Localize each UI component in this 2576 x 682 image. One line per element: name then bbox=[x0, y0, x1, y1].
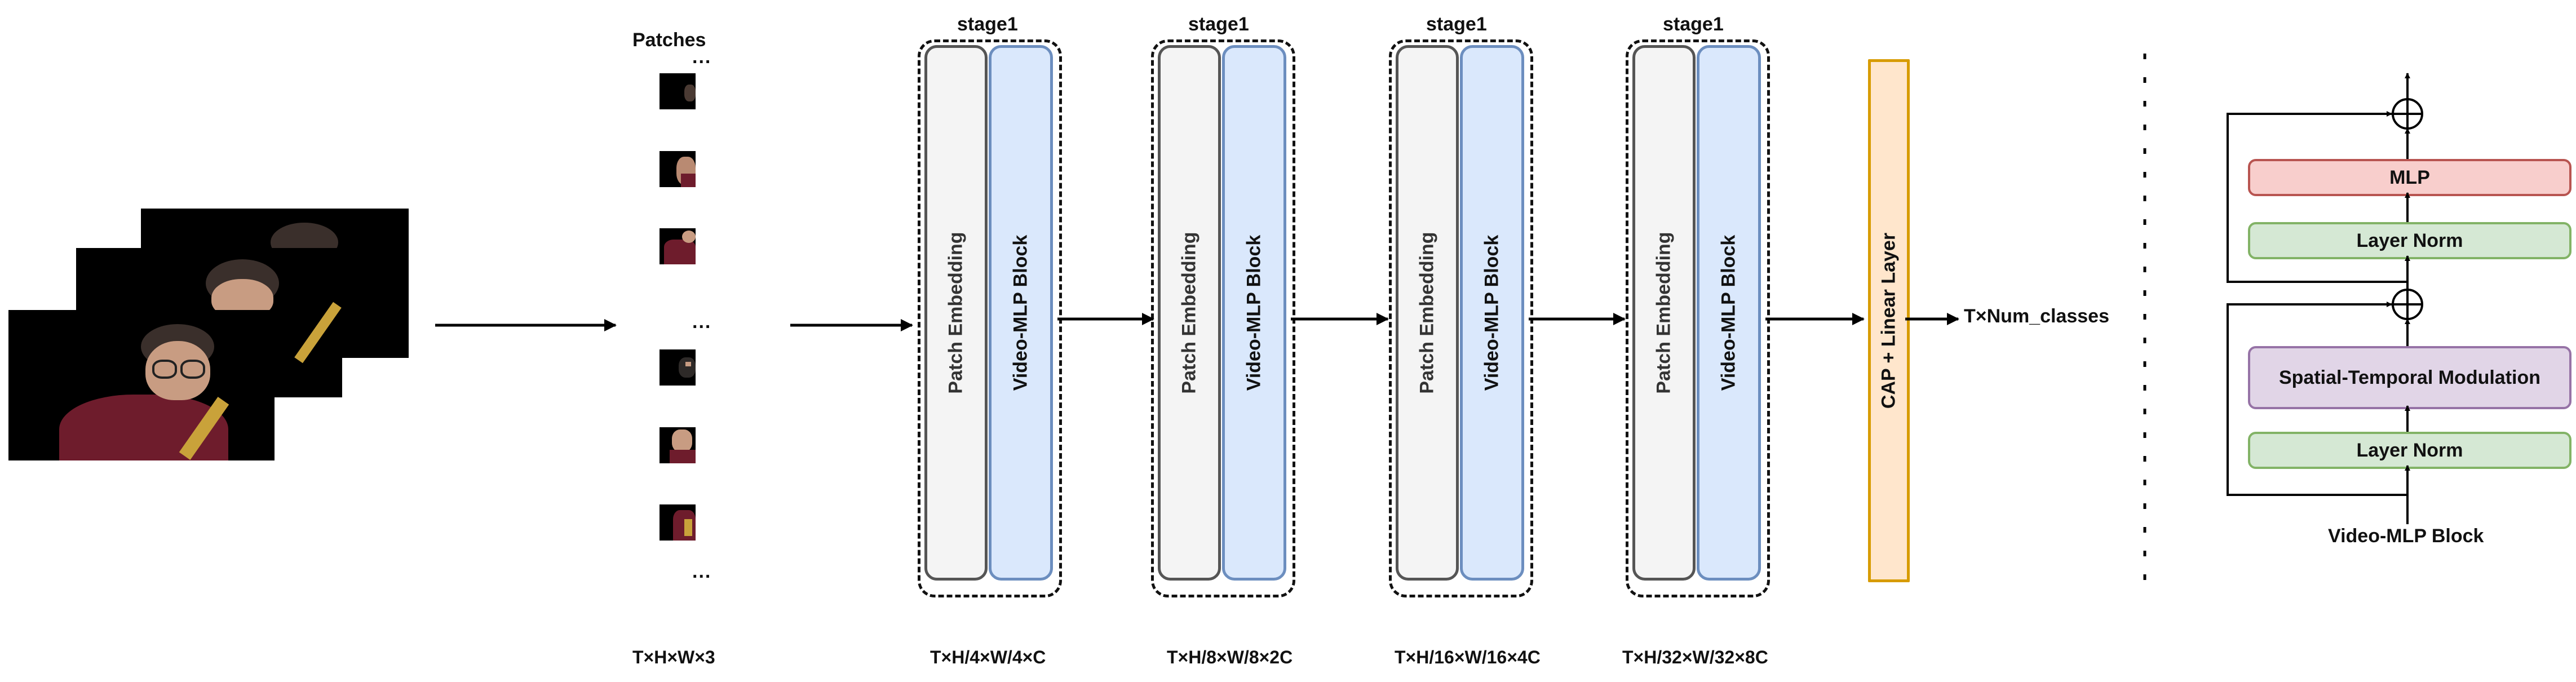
stage-2-video-mlp-block: Video-MLP Block bbox=[1222, 45, 1286, 581]
stage-4-dims-label: T×H/32×W/32×8C bbox=[1622, 647, 1768, 667]
patches-ellipsis-bottom: ... bbox=[692, 561, 712, 582]
stage-4-video-mlp-block: Video-MLP Block bbox=[1697, 45, 1761, 581]
patch-1 bbox=[660, 73, 696, 109]
glasses-right bbox=[180, 360, 205, 379]
patches-ellipsis-top: ... bbox=[692, 46, 712, 68]
stage-4-title: stage1 bbox=[1663, 14, 1724, 35]
mlp-box: MLP bbox=[2248, 159, 2571, 196]
patches-ellipsis-middle: ... bbox=[692, 311, 712, 333]
stage-4-patch-embedding: Patch Embedding bbox=[1632, 45, 1696, 581]
skip-connection-top bbox=[2227, 111, 2407, 283]
input-dims-label: T×H×W×3 bbox=[632, 647, 715, 667]
stage-1-dims-label: T×H/4×W/4×C bbox=[930, 647, 1046, 667]
stage-2-dims-label: T×H/8×W/8×2C bbox=[1167, 647, 1293, 667]
stage-2-title: stage1 bbox=[1188, 14, 1249, 35]
patch-5 bbox=[660, 427, 696, 463]
stage-3-dims-label: T×H/16×W/16×4C bbox=[1395, 647, 1541, 667]
video-frame-front bbox=[8, 310, 275, 460]
stage-2-patch-embedding: Patch Embedding bbox=[1158, 45, 1221, 581]
cap-linear-layer: CAP + Linear Layer bbox=[1868, 59, 1910, 582]
mlp-label: MLP bbox=[2389, 166, 2430, 188]
skip-connection-bottom bbox=[2227, 302, 2407, 496]
stage-1-video-mlp-block: Video-MLP Block bbox=[989, 45, 1053, 581]
stage-3-patch-embedding: Patch Embedding bbox=[1396, 45, 1459, 581]
block-input-label: Video-MLP Block bbox=[2328, 525, 2484, 547]
stage-1-patch-embedding: Patch Embedding bbox=[924, 45, 988, 581]
patches-label: Patches bbox=[632, 29, 706, 51]
stage-3-title: stage1 bbox=[1426, 14, 1487, 35]
layer-norm-bottom-label: Layer Norm bbox=[2356, 439, 2463, 461]
stage-3-video-mlp-block: Video-MLP Block bbox=[1460, 45, 1524, 581]
patch-4 bbox=[660, 349, 696, 386]
output-label: T×Num_classes bbox=[1964, 305, 2109, 327]
spatial-temporal-modulation-box: Spatial-Temporal Modulation bbox=[2248, 346, 2571, 409]
patch-2 bbox=[660, 151, 696, 187]
layer-norm-top-box: Layer Norm bbox=[2248, 222, 2571, 259]
layer-norm-top-label: Layer Norm bbox=[2356, 229, 2463, 251]
spatial-temporal-modulation-label: Spatial-Temporal Modulation bbox=[2278, 366, 2541, 388]
stage-1-title: stage1 bbox=[957, 14, 1018, 35]
glasses-left bbox=[152, 360, 177, 379]
patch-6 bbox=[660, 504, 696, 541]
patch-3 bbox=[660, 228, 696, 264]
